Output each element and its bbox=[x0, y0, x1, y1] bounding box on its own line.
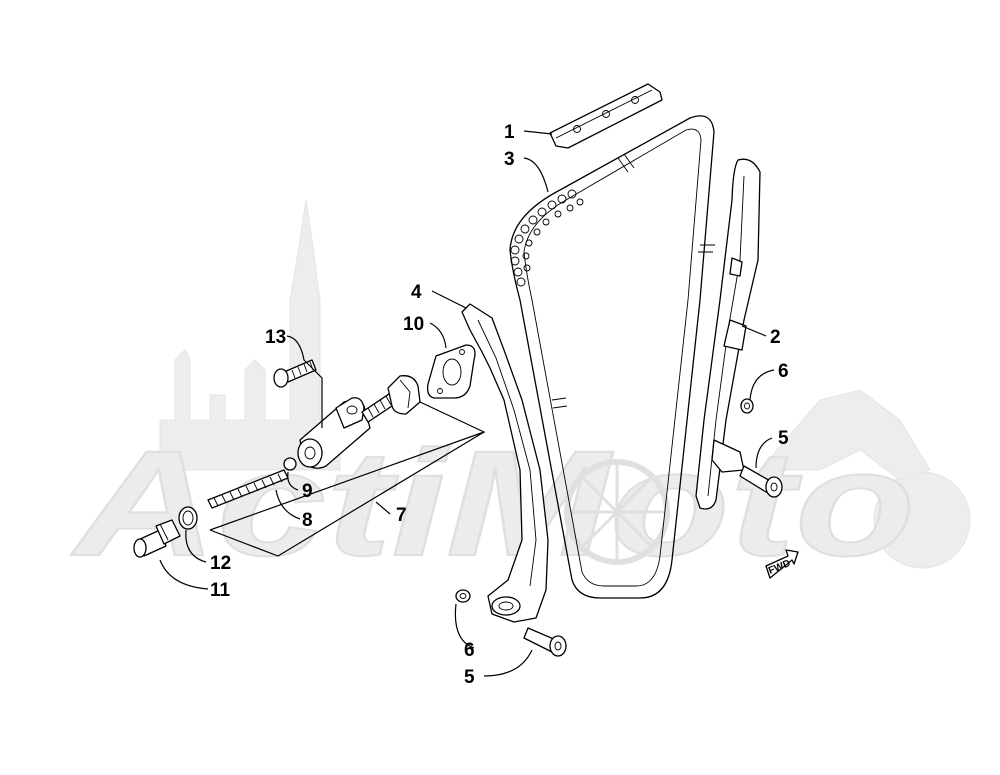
leader-lines bbox=[159, 130, 775, 677]
callout-9: 9 bbox=[302, 481, 313, 502]
callout-5: 5 bbox=[778, 428, 789, 449]
part-6-washer-right bbox=[740, 398, 754, 414]
callout-12: 12 bbox=[210, 553, 231, 574]
callout-8: 8 bbox=[302, 510, 313, 531]
callouts: 1 3 4 10 13 2 6 5 9 8 7 12 11 6 5 bbox=[210, 122, 789, 688]
callout-10: 10 bbox=[403, 314, 424, 335]
callout-1: 1 bbox=[504, 122, 515, 143]
part-4-tensioner-arm bbox=[461, 303, 549, 623]
part-1-guide-plate bbox=[549, 83, 663, 149]
callout-6: 6 bbox=[778, 361, 789, 382]
part-13-bolt bbox=[273, 359, 317, 388]
part-5-bolt-lower bbox=[523, 627, 567, 657]
callout-4: 4 bbox=[411, 282, 422, 303]
part-9-ball bbox=[283, 457, 297, 471]
callout-3: 3 bbox=[504, 149, 515, 170]
callout-6-lower: 6 bbox=[464, 640, 475, 661]
part-12-washer bbox=[178, 506, 198, 530]
callout-11: 11 bbox=[210, 580, 231, 601]
part-3-timing-chain bbox=[509, 115, 715, 599]
callout-5-lower: 5 bbox=[464, 667, 475, 688]
part-6-washer-lower bbox=[455, 589, 471, 603]
part-5-bolt-right bbox=[739, 465, 783, 498]
callout-13: 13 bbox=[265, 327, 286, 348]
part-11-plug-bolt bbox=[133, 519, 181, 558]
part-7-tensioner-body bbox=[209, 375, 486, 557]
callout-2: 2 bbox=[770, 327, 781, 348]
part-10-gasket bbox=[426, 344, 476, 399]
callout-7: 7 bbox=[396, 505, 407, 526]
part-2-chain-guide bbox=[695, 158, 761, 510]
